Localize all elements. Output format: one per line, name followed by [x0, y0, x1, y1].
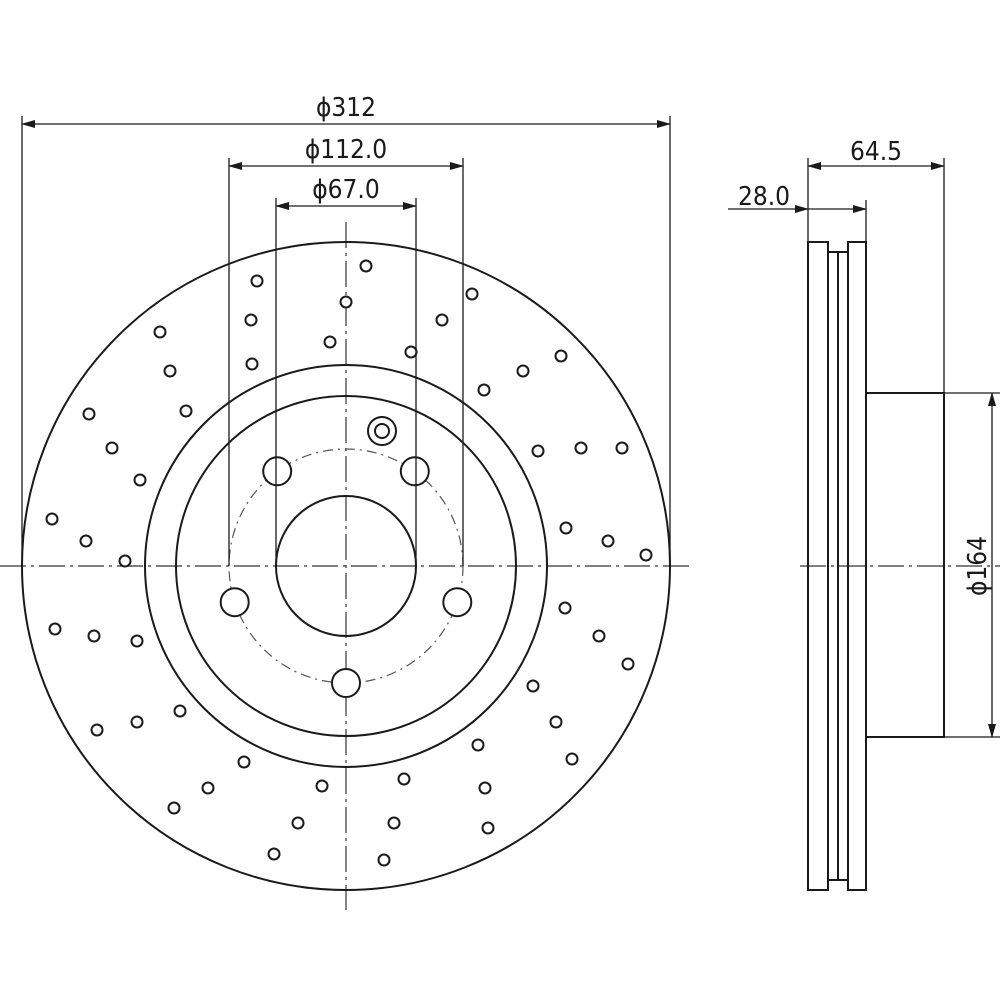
- drill-hole: [559, 521, 573, 535]
- drill-hole: [592, 629, 606, 643]
- drill-hole: [315, 779, 329, 793]
- drill-hole: [558, 601, 572, 615]
- hat-section: [865, 392, 945, 738]
- bolt-hole: [262, 456, 293, 487]
- drill-hole: [565, 752, 579, 766]
- drill-hole: [478, 781, 492, 795]
- label-center-bore: ϕ67.0: [312, 175, 380, 205]
- drill-hole: [516, 364, 530, 378]
- drill-hole: [167, 801, 181, 815]
- label-pcd: ϕ112.0: [305, 135, 387, 165]
- label-hat-diameter: ϕ164: [963, 536, 993, 596]
- drill-hole: [477, 383, 491, 397]
- friction-ring-inner-edge: [144, 364, 548, 768]
- drill-hole: [435, 313, 449, 327]
- bolt-hole: [331, 668, 361, 698]
- label-outer-diameter: ϕ312: [316, 93, 376, 123]
- drill-hole: [554, 349, 568, 363]
- drill-hole: [179, 404, 193, 418]
- drill-hole: [387, 816, 401, 830]
- drill-hole: [291, 816, 305, 830]
- drill-hole: [118, 554, 132, 568]
- drill-hole: [90, 723, 104, 737]
- drill-hole: [323, 335, 337, 349]
- drill-hole: [79, 534, 93, 548]
- drill-hole: [481, 821, 495, 835]
- drill-hole: [404, 345, 418, 359]
- side-dimensions: 64.5 28.0 ϕ164: [728, 137, 1000, 738]
- drill-hole: [245, 357, 259, 371]
- drill-hole: [465, 287, 479, 301]
- drill-hole: [48, 622, 62, 636]
- drill-hole: [397, 772, 411, 786]
- drill-hole: [133, 473, 147, 487]
- drill-hole: [87, 629, 101, 643]
- drill-hole: [201, 781, 215, 795]
- locating-hole-inner: [374, 423, 390, 439]
- drill-hole: [153, 325, 167, 339]
- drill-hole: [267, 847, 281, 861]
- drill-hole: [130, 715, 144, 729]
- side-view: [800, 241, 1000, 891]
- drill-hole: [237, 755, 251, 769]
- drill-hole: [250, 274, 264, 288]
- cross-drilled-holes: [45, 259, 653, 867]
- front-dimensions: ϕ312 ϕ112.0 ϕ67.0: [21, 93, 671, 566]
- drill-hole: [471, 738, 485, 752]
- drill-hole: [615, 441, 629, 455]
- drill-hole: [639, 548, 653, 562]
- drill-hole: [601, 534, 615, 548]
- drill-hole: [339, 295, 353, 309]
- bolt-holes: [219, 456, 473, 698]
- drill-hole: [377, 853, 391, 867]
- hat-outer-edge: [175, 395, 517, 737]
- drill-hole: [82, 407, 96, 421]
- drill-hole: [45, 512, 59, 526]
- drill-hole: [244, 313, 258, 327]
- locating-hole-outer: [367, 416, 397, 446]
- bolt-hole: [442, 587, 473, 618]
- drill-hole: [531, 444, 545, 458]
- drill-hole: [130, 634, 144, 648]
- label-overall-height: 64.5: [850, 137, 902, 167]
- drill-hole: [621, 657, 635, 671]
- drill-hole: [549, 715, 563, 729]
- drill-hole: [574, 441, 588, 455]
- front-view: [0, 222, 690, 910]
- outer-friction-plate: [807, 241, 829, 891]
- drill-hole: [163, 364, 177, 378]
- drill-hole: [105, 441, 119, 455]
- drill-hole: [526, 679, 540, 693]
- label-disc-thickness: 28.0: [738, 182, 790, 212]
- drill-hole: [359, 259, 373, 273]
- bolt-hole: [219, 587, 250, 618]
- bolt-hole: [399, 456, 430, 487]
- drill-hole: [173, 704, 187, 718]
